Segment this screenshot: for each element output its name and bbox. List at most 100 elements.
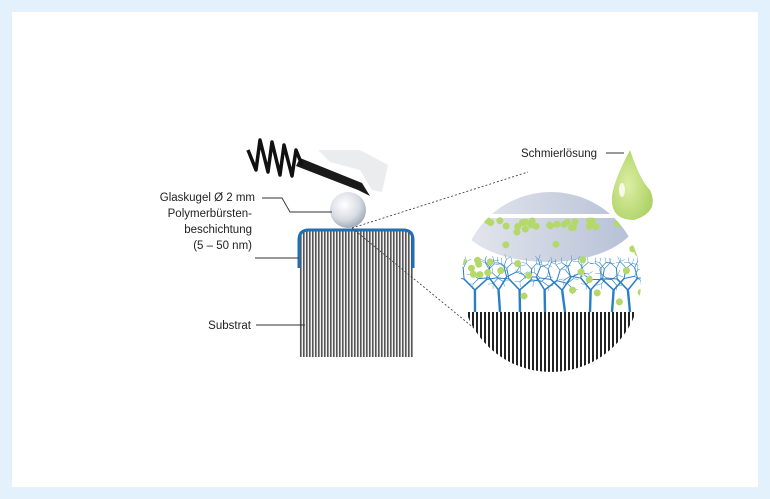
polymer-chain: [655, 282, 657, 287]
polymer-chain: [531, 279, 542, 282]
polymer-chain: [558, 278, 565, 281]
lubricant-molecule: [469, 270, 477, 278]
polymer-chain: [484, 255, 487, 262]
polymer-chain: [567, 278, 574, 284]
polymer-chain: [540, 259, 543, 265]
lubricant-molecule: [514, 223, 522, 231]
polymer-chain: [590, 278, 602, 291]
lubricant-molecule: [571, 218, 579, 226]
polymer-chain: [619, 257, 622, 263]
lubricant-molecule: [521, 225, 529, 233]
polymer-chain: [487, 283, 494, 285]
polymer-chain: [616, 261, 621, 269]
polymer-chain: [503, 266, 508, 278]
lubricant-molecule: [624, 222, 632, 230]
coating-label-line2: beschichtung: [184, 224, 252, 236]
lubricant-molecule: [579, 256, 587, 264]
polymer-chain: [448, 271, 453, 276]
polymer-chain: [582, 262, 589, 268]
polymer-chain: [588, 289, 592, 313]
lubricant-molecule: [514, 260, 522, 268]
polymer-chain: [497, 261, 505, 267]
polymer-chain: [540, 264, 548, 268]
polymer-chain: [478, 277, 490, 280]
polymer-chain: [547, 270, 549, 277]
lubricant-molecule: [569, 286, 577, 294]
polymer-chain: [529, 271, 535, 274]
polymer-chain: [506, 262, 513, 269]
polymer-chain: [559, 265, 566, 271]
polymer-chain: [523, 271, 528, 275]
polymer-chain: [610, 262, 617, 269]
polymer-chain: [519, 271, 526, 278]
polymer-chain: [580, 277, 592, 291]
polymer-chain: [653, 266, 654, 271]
polymer-chain: [599, 262, 605, 270]
polymer-chain: [601, 278, 615, 291]
polymer-chain: [610, 289, 615, 313]
polymer-chain: [640, 279, 641, 281]
polymer-chain: [604, 257, 607, 263]
lubricant-molecule: [525, 271, 533, 279]
zoom-line-top: [351, 171, 529, 229]
lubricant-molecule: [629, 245, 637, 253]
lubricant-molecule: [483, 217, 491, 225]
polymer-chain: [508, 278, 521, 291]
lubricant-molecule: [585, 222, 593, 230]
polymer-chain: [503, 259, 507, 267]
polymer-chain: [609, 258, 612, 264]
lubricant-molecule: [476, 271, 484, 279]
polymer-chain: [534, 255, 539, 260]
polymer-chain: [500, 263, 507, 269]
polymer-chain: [547, 259, 550, 265]
lubricant-molecule: [629, 223, 637, 231]
polymer-chain: [601, 277, 607, 284]
polymer-chain: [636, 264, 639, 270]
polymer-chain: [632, 263, 638, 265]
lubricant-molecule: [513, 228, 521, 236]
polymer-chain: [526, 263, 532, 270]
substrate-magnified: [461, 312, 641, 372]
polymer-chain: [494, 263, 500, 266]
polymer-chain: [492, 255, 495, 262]
polymer-chain: [538, 254, 541, 260]
lubricant-molecule: [615, 298, 623, 306]
polymer-chain: [520, 264, 526, 266]
lubricant-molecule: [461, 258, 467, 266]
lubricant-molecule: [527, 221, 535, 229]
polymer-chain: [492, 277, 499, 284]
polymer-chain: [634, 260, 639, 268]
polymer-chain: [506, 256, 512, 260]
polymer-chain: [615, 268, 618, 280]
polymer-chain: [443, 271, 448, 272]
polymer-chain: [613, 278, 625, 291]
polymer-chain: [519, 279, 532, 291]
polymer-chain: [541, 264, 549, 270]
lubricant-molecule: [553, 220, 561, 228]
polymer-chain: [442, 278, 447, 280]
polymer-chain: [617, 274, 623, 278]
polymer-chain: [648, 272, 652, 278]
polymer-chain: [577, 261, 583, 268]
polymer-chain: [570, 275, 581, 279]
polymer-chain: [617, 270, 621, 276]
polymer-chain: [571, 258, 577, 261]
polymer-chain: [484, 262, 490, 270]
polymer-chain: [628, 262, 635, 268]
lubricant-molecule: [518, 219, 526, 227]
polymer-chain: [620, 262, 627, 269]
substrate-label: Substrat: [208, 320, 252, 332]
polymer-chain: [550, 278, 563, 291]
polymer-chain: [627, 277, 639, 291]
polymer-chain: [461, 262, 464, 269]
lubricant-molecule: [634, 249, 641, 257]
lubricant-molecule: [586, 217, 594, 225]
polymer-chain: [560, 290, 567, 313]
polymer-chain: [563, 275, 571, 281]
lubricant-molecule: [568, 224, 576, 232]
lubricant-molecule: [467, 264, 475, 272]
lubricant-molecule: [486, 258, 494, 266]
polymer-chain: [497, 289, 502, 313]
polymer-chain: [596, 283, 602, 286]
lubricant-label: Schmierlösung: [521, 148, 597, 160]
